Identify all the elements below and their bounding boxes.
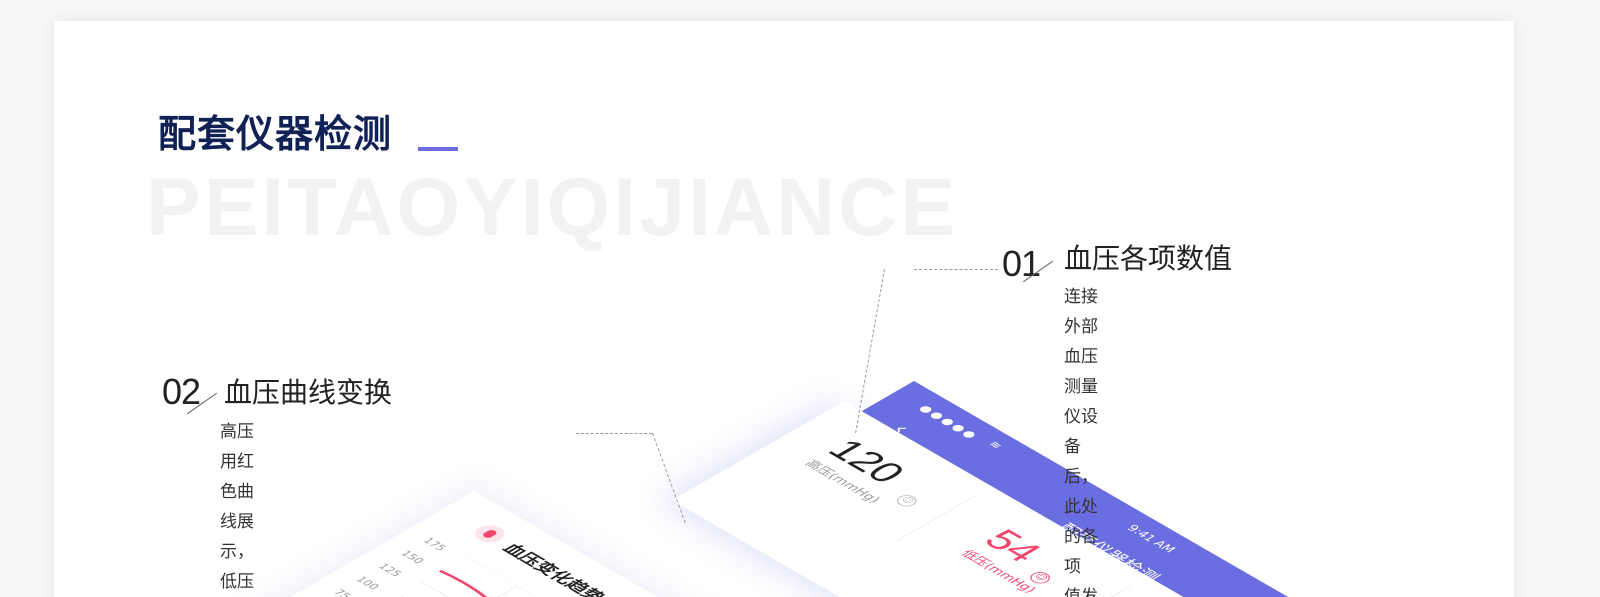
back-button[interactable]: ‹ xyxy=(886,421,915,438)
chart-card: 血压变化趋势 175 150 125 100 75 xyxy=(216,491,925,597)
chart-title: 血压变化趋势 xyxy=(497,540,610,597)
connector-line-01-vertical xyxy=(855,269,885,433)
wifi-icon: ≋ xyxy=(985,438,1006,451)
y-tick: 125 xyxy=(375,561,405,579)
content-card: 配套仪器检测 PEITAOYIQIJIANCE 血压变化趋势 175 150 1… xyxy=(54,21,1514,597)
connector-line-02 xyxy=(576,433,652,434)
y-tick: 100 xyxy=(352,574,383,592)
signal-dots-icon: ●●●●● xyxy=(915,402,982,442)
feature-title: 血压曲线变换 xyxy=(224,376,393,409)
thermometer-icon xyxy=(469,521,511,546)
smiley-icon: ☺ xyxy=(892,492,921,509)
high-pressure-curve xyxy=(438,569,529,597)
connector-line-01 xyxy=(914,269,998,270)
feature-number: 02 xyxy=(162,371,201,412)
readings-card: 120 高压(mmHg) ☺ 54 低压(mmHg) ☺ 72 xyxy=(672,401,1364,597)
reading-label: 低压(mmHg) xyxy=(957,548,1039,596)
feature-number: 01 xyxy=(1002,243,1041,284)
title-accent-bar xyxy=(418,147,458,151)
chevron-left-icon: ‹ xyxy=(885,420,915,438)
section-watermark: PEITAOYIQIJIANCE xyxy=(146,162,958,253)
y-tick: 75 xyxy=(330,587,354,597)
chart-plot xyxy=(398,555,847,597)
status-time: 9:41 AM xyxy=(1123,522,1179,555)
phone-header: ●●●●● ≋ 9:41 AM 100% ‹ 配套仪器检测 xyxy=(767,381,1469,597)
feature-title: 血压各项数值 xyxy=(1064,242,1233,275)
chart-y-axis: 175 150 125 100 75 xyxy=(324,533,454,597)
feature-description: 高压用红色曲线展示，低压用紫色曲线展 示。当连接外部血压测量仪设备后，此处 的曲… xyxy=(220,422,254,592)
y-tick: 150 xyxy=(397,548,427,566)
feature-description: 连接外部血压测量仪设备后，此处的各项 值发生变化，直到稳定为止，同时不正常 值用… xyxy=(1064,287,1098,597)
smiley-icon: ☺ xyxy=(1026,569,1054,586)
connector-line-02-vertical xyxy=(652,433,686,523)
reading-high: 120 高压(mmHg) ☺ xyxy=(801,433,925,509)
section-title: 配套仪器检测 xyxy=(158,112,393,156)
reading-low: 54 低压(mmHg) ☺ xyxy=(957,524,1081,596)
reading-label: 高压(mmHg) xyxy=(801,458,883,506)
reading-value: 120 xyxy=(818,433,915,490)
y-tick: 175 xyxy=(419,535,450,553)
